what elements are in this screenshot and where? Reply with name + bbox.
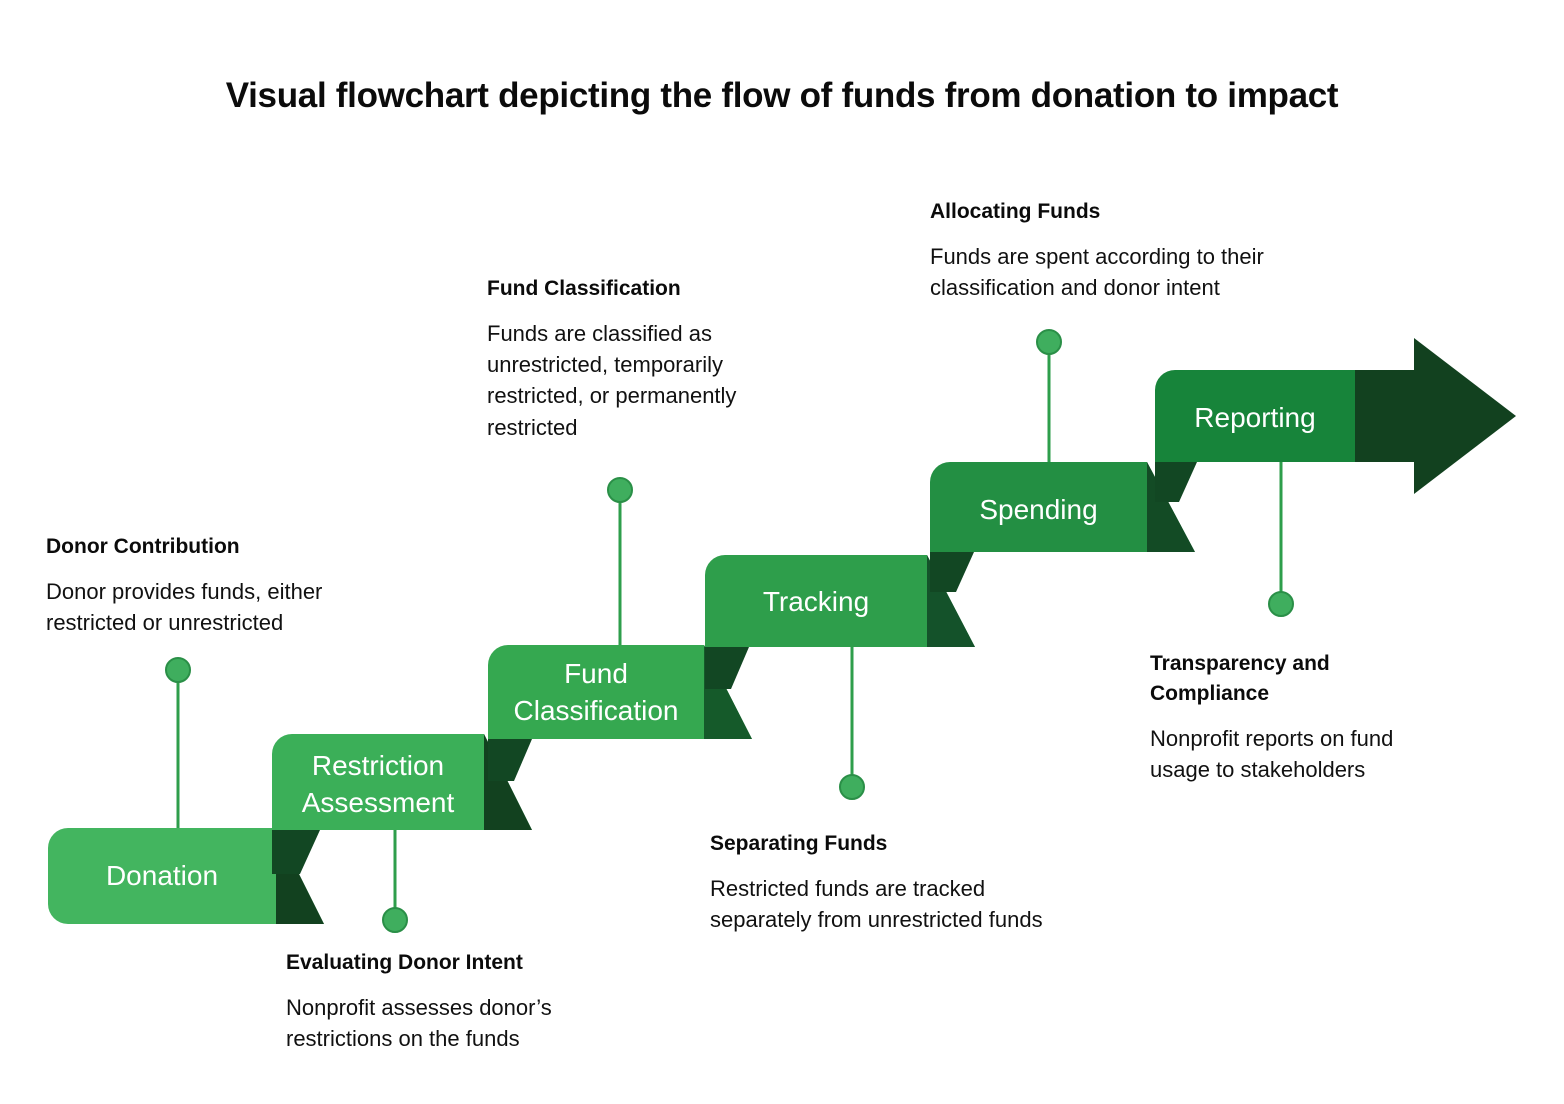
- connector-dot: [165, 657, 191, 683]
- annotation-separating-funds: Separating Funds Restricted funds are tr…: [710, 829, 1180, 935]
- step-body-tracking: [705, 555, 975, 647]
- step-undershadow-restriction-assessment: [272, 830, 320, 874]
- annotation-donor-contribution: Donor Contribution Donor provides funds,…: [46, 532, 446, 638]
- annotation-title: Separating Funds: [710, 832, 888, 855]
- step-undershadow-tracking: [705, 647, 749, 689]
- step-shape-reporting[interactable]: [1155, 338, 1516, 502]
- annotation-body: Funds are classified as unrestricted, te…: [487, 320, 737, 440]
- connector-fund-classification-note: [607, 477, 633, 645]
- arrow-head-icon: [1414, 338, 1516, 494]
- connector-evaluating-donor-intent: [382, 830, 408, 933]
- page-title: Visual flowchart depicting the flow of f…: [225, 76, 1339, 115]
- step-body-reporting: [1155, 370, 1355, 462]
- connector-donor-contribution: [165, 657, 191, 828]
- step-body-spending: [930, 462, 1195, 552]
- annotation-body: Funds are spent according to their class…: [930, 243, 1264, 301]
- step-body-fund-classification: [488, 645, 752, 739]
- connector-separating-funds: [839, 647, 865, 800]
- connector-allocating-funds: [1036, 329, 1062, 462]
- step-body-restriction-assessment: [272, 734, 532, 830]
- annotation-allocating-funds: Allocating Funds Funds are spent accordi…: [930, 197, 1390, 303]
- step-shape-restriction-assessment[interactable]: [272, 734, 532, 874]
- annotation-title: Transparency and Compliance: [1150, 652, 1330, 705]
- connector-dot: [1036, 329, 1062, 355]
- annotation-body: Donor provides funds, either restricted …: [46, 578, 323, 636]
- step-undershadow-fund-classification: [488, 739, 532, 781]
- annotation-title: Donor Contribution: [46, 535, 240, 558]
- step-undershadow-spending: [930, 552, 974, 592]
- step-body-donation: [48, 828, 324, 924]
- connector-dot: [607, 477, 633, 503]
- annotation-transparency-and-compliance: Transparency and Compliance Nonprofit re…: [1150, 649, 1510, 785]
- annotation-body: Nonprofit reports on fund usage to stake…: [1150, 725, 1394, 782]
- annotation-title: Allocating Funds: [930, 200, 1101, 223]
- annotation-evaluating-donor-intent: Evaluating Donor Intent Nonprofit assess…: [286, 948, 686, 1054]
- connector-dot: [839, 774, 865, 800]
- connector-dot: [1268, 591, 1294, 617]
- step-undershadow-reporting: [1155, 462, 1197, 502]
- arrow-shaft-dark: [1355, 370, 1414, 462]
- annotation-fund-classification: Fund Classification Funds are classified…: [487, 274, 847, 443]
- annotation-title: Evaluating Donor Intent: [286, 951, 523, 974]
- connector-dot: [382, 907, 408, 933]
- annotation-body: Restricted funds are tracked separately …: [710, 875, 1043, 933]
- annotation-title: Fund Classification: [487, 277, 681, 300]
- connector-transparency-and-compliance: [1268, 462, 1294, 617]
- annotation-body: Nonprofit assesses donor’s restrictions …: [286, 994, 552, 1052]
